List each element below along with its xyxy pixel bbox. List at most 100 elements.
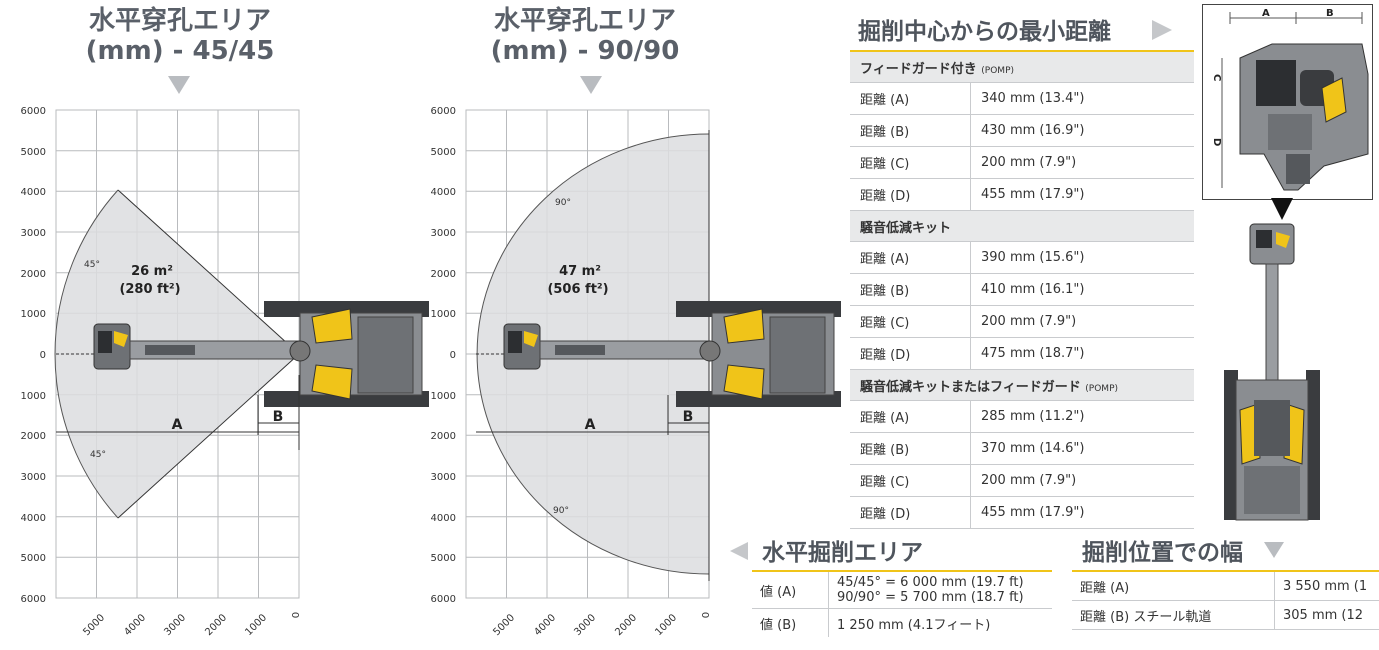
diagram2-x-ticks: 5000 4000 3000 2000 1000 0 — [491, 612, 712, 638]
diagram2-ytick: 4000 — [431, 187, 456, 198]
diagram2-ytick: 3000 — [431, 228, 456, 239]
row-value: 455 mm (17.9") — [970, 178, 1194, 211]
row-value: 370 mm (14.6") — [970, 432, 1194, 465]
diagram1-xtick: 3000 — [162, 612, 188, 638]
group-header: 騒音低減キット — [850, 210, 1194, 242]
diagram2-xtick: 4000 — [532, 612, 558, 638]
diagram1-ytick: 6000 — [21, 594, 46, 605]
min-distance-accent-line — [850, 50, 1194, 52]
row-label: 距離 (D) — [850, 178, 971, 211]
diagram1-ytick: 5000 — [21, 553, 46, 564]
diagram2-title: 水平穿孔エリア (mm) - 90/90 — [475, 6, 695, 66]
width-title: 掘削位置での幅 — [1082, 540, 1243, 566]
width-accent-line — [1072, 570, 1379, 572]
table-row: 距離 (B)430 mm (16.9") — [850, 114, 1194, 147]
table-row: 距離 (D)455 mm (17.9") — [850, 178, 1194, 211]
diagram2-ytick: 3000 — [431, 472, 456, 483]
diagram1-title: 水平穿孔エリア (mm) - 45/45 — [70, 6, 290, 66]
diagram1-title-line2: (mm) - 45/45 — [85, 36, 275, 66]
diagram1-area: 26 m² — [131, 264, 173, 279]
row-value: 455 mm (17.9") — [970, 496, 1194, 529]
diagram2-xtick: 1000 — [653, 612, 679, 638]
row-value: 340 mm (13.4") — [970, 82, 1194, 115]
width-arrow-icon — [1264, 542, 1284, 558]
diagram2-label-a: A — [585, 417, 596, 433]
diagram2-angle-top: 90° — [555, 198, 571, 208]
diagram1-ytick: 0 — [40, 350, 46, 361]
table-row: 値 (B) 1 250 mm (4.1フィート) — [752, 608, 1052, 637]
diagram1-xtick: 2000 — [203, 612, 229, 638]
row-value-line1: 45/45° = 6 000 mm (19.7 ft) — [837, 575, 1024, 590]
diagram2-arrow-icon — [580, 76, 602, 94]
row-label: 値 (A) — [752, 572, 829, 609]
diagram2-title-line1: 水平穿孔エリア — [493, 6, 676, 36]
machine-top-view-illustration — [1224, 223, 1320, 521]
diagram2-xtick: 0 — [701, 612, 712, 618]
row-label: 距離 (C) — [850, 464, 971, 497]
row-value: 305 mm (12 — [1274, 600, 1379, 630]
diagram2-ytick: 4000 — [431, 513, 456, 524]
min-distance-arrow-icon — [1152, 20, 1172, 40]
diagram1-ytick: 2000 — [21, 269, 46, 280]
table-row: 距離 (B) スチール軌道 305 mm (12 — [1072, 600, 1379, 630]
diagram1-ytick: 4000 — [21, 513, 46, 524]
horiz-area-arrow-icon — [730, 542, 748, 560]
diagram1-plot: 45° 45° 26 m² (280 ft²) A B 6000 5000 40… — [21, 106, 429, 638]
diagram2-area-ft: (506 ft²) — [547, 282, 608, 297]
diagram2-ytick: 6000 — [431, 594, 456, 605]
group-name: 騒音低減キット — [860, 220, 952, 236]
row-label: 距離 (B) スチール軌道 — [1072, 600, 1275, 630]
row-label: 距離 (B) — [850, 273, 971, 306]
diagram1-ytick: 1000 — [21, 391, 46, 402]
diagram2-xtick: 2000 — [613, 612, 639, 638]
diagram1-title-line1: 水平穿孔エリア — [88, 6, 271, 36]
diagram1-ytick: 6000 — [21, 106, 46, 117]
row-label: 距離 (C) — [850, 146, 971, 179]
diagram2-ytick: 2000 — [431, 269, 456, 280]
diagram1-angle-top: 45° — [84, 260, 100, 270]
row-label: 距離 (A) — [1072, 572, 1275, 601]
diagram2-y-ticks: 6000 5000 4000 3000 2000 1000 0 1000 200… — [431, 106, 456, 605]
row-value: 45/45° = 6 000 mm (19.7 ft) 90/90° = 5 7… — [828, 572, 1052, 609]
table-row: 距離 (C)200 mm (7.9") — [850, 464, 1194, 497]
detail-illustration: A B C D — [1202, 4, 1373, 200]
detail-label-c: C — [1211, 74, 1222, 81]
group-name: フィードガード付き — [860, 61, 977, 77]
group-note: (POMP) — [1085, 383, 1119, 394]
row-value-line2: 90/90° = 5 700 mm (18.7 ft) — [837, 590, 1024, 605]
group-name: 騒音低減キットまたはフィードガード — [860, 379, 1081, 395]
row-label: 距離 (D) — [850, 337, 971, 370]
detail-down-arrow-icon — [1271, 198, 1293, 220]
table-row: 距離 (B)370 mm (14.6") — [850, 432, 1194, 465]
diagram1-ytick: 4000 — [21, 187, 46, 198]
row-label: 距離 (B) — [850, 432, 971, 465]
row-label: 距離 (B) — [850, 114, 971, 147]
diagram1-angle-bottom: 45° — [90, 450, 106, 460]
diagram2-ytick: 0 — [450, 350, 456, 361]
detail-label-d: D — [1211, 138, 1222, 146]
row-label: 距離 (A) — [850, 82, 971, 115]
diagram1-ytick: 5000 — [21, 147, 46, 158]
table-row: 値 (A) 45/45° = 6 000 mm (19.7 ft) 90/90°… — [752, 572, 1052, 609]
diagram2-area: 47 m² — [559, 264, 601, 279]
table-row: 距離 (D)475 mm (18.7") — [850, 337, 1194, 370]
diagram1-xtick: 4000 — [122, 612, 148, 638]
diagram2-ytick: 1000 — [431, 309, 456, 320]
table-row: 距離 (C)200 mm (7.9") — [850, 146, 1194, 179]
diagram1-y-ticks: 6000 5000 4000 3000 2000 1000 0 1000 200… — [21, 106, 46, 605]
row-value: 1 250 mm (4.1フィート) — [828, 608, 1052, 637]
diagram1-label-a: A — [172, 417, 183, 433]
min-distance-title: 掘削中心からの最小距離 — [858, 19, 1111, 45]
row-value: 285 mm (11.2") — [970, 400, 1194, 433]
row-value: 430 mm (16.9") — [970, 114, 1194, 147]
diagram2-plot: 90° 90° 47 m² (506 ft²) A B 6000 5000 40… — [431, 106, 841, 638]
diagram1-label-b: B — [273, 409, 284, 425]
diagram1-ytick: 3000 — [21, 228, 46, 239]
row-value: 200 mm (7.9") — [970, 146, 1194, 179]
row-label: 距離 (D) — [850, 496, 971, 529]
table-row: 距離 (C)200 mm (7.9") — [850, 305, 1194, 338]
horiz-area-table: 値 (A) 45/45° = 6 000 mm (19.7 ft) 90/90°… — [752, 572, 1052, 637]
diagram1-xtick: 0 — [291, 612, 302, 618]
row-value: 200 mm (7.9") — [970, 305, 1194, 338]
diagram1-xtick: 1000 — [243, 612, 269, 638]
